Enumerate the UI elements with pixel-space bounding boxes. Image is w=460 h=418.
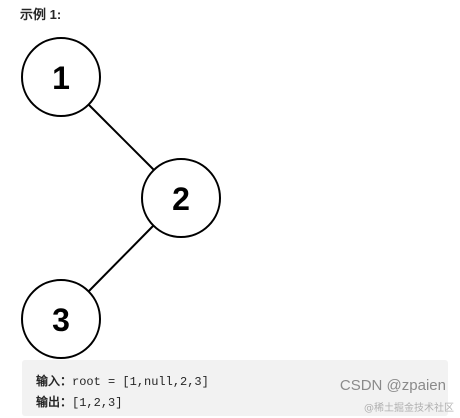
tree-node-3-label: 3 (52, 302, 70, 338)
tree-node-2: 2 (141, 158, 221, 238)
example-code-block: 输入：root = [1,null,2,3] 输出：[1,2,3] (22, 360, 448, 416)
output-value: [1,2,3] (72, 396, 123, 410)
input-line: 输入：root = [1,null,2,3] (36, 372, 209, 389)
juejin-watermark: @稀土掘金技术社区 (364, 403, 454, 414)
tree-node-1: 1 (21, 37, 101, 117)
output-label: 输出： (36, 395, 73, 409)
edge-1-2 (87, 103, 155, 171)
csdn-watermark: CSDN @zpaien (339, 377, 446, 394)
example-heading: 示例 1: (20, 7, 62, 22)
tree-node-2-label: 2 (172, 181, 190, 217)
tree-node-1-label: 1 (52, 60, 70, 96)
input-label: 输入： (36, 374, 73, 388)
output-line: 输出：[1,2,3] (36, 393, 122, 410)
tree-node-3: 3 (21, 279, 101, 359)
input-value: root = [1,null,2,3] (72, 375, 209, 389)
binary-tree-diagram: 1 2 3 (21, 37, 221, 359)
edge-2-3 (87, 225, 154, 293)
